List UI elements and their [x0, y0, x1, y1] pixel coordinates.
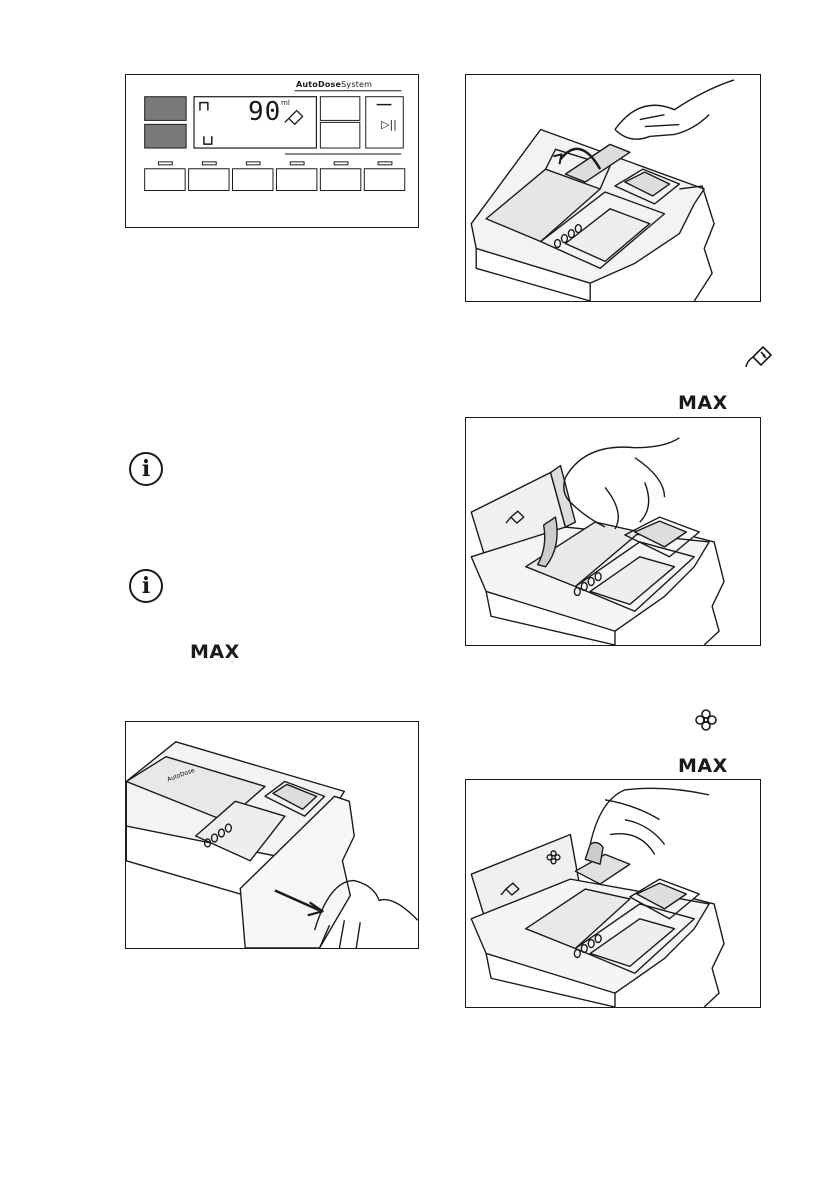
max-label: MAX [678, 755, 728, 777]
program-led [202, 162, 216, 165]
dose-value-display: 90 [248, 97, 281, 127]
max-label: MAX [190, 641, 240, 663]
start-pause-symbol: ▷|| [381, 118, 397, 131]
info-icon: i [129, 569, 163, 603]
detergent-fill-drawing [466, 418, 760, 645]
softener-flower-icon [694, 708, 718, 732]
drawer-pull-drawing: AutoDose [126, 722, 418, 948]
program-led [158, 162, 172, 165]
open-lid-figure [465, 74, 761, 302]
drawer-lid-drawing [466, 75, 760, 301]
info-icon: i [129, 452, 163, 486]
brand-regular-text: System [341, 80, 372, 89]
softener-fill-drawing [466, 780, 760, 1007]
fill-softener-figure [465, 779, 761, 1008]
max-label: MAX [678, 392, 728, 414]
program-button[interactable] [233, 169, 273, 191]
program-led [378, 162, 392, 165]
program-button[interactable] [276, 169, 316, 191]
fill-detergent-figure [465, 417, 761, 646]
program-button[interactable] [320, 169, 360, 191]
dose-unit-label: ml [281, 99, 290, 107]
program-led [246, 162, 260, 165]
brand-bold-text: AutoDose [296, 80, 341, 89]
program-led [334, 162, 348, 165]
program-led [290, 162, 304, 165]
program-button[interactable] [364, 169, 404, 191]
program-button[interactable] [189, 169, 229, 191]
pull-drawer-figure: AutoDose [125, 721, 419, 949]
control-panel-figure: AutoDoseSystem 90 ml ▷|| [125, 74, 419, 228]
program-button[interactable] [145, 169, 185, 191]
detergent-dose-icon [743, 343, 773, 369]
autodose-brand: AutoDoseSystem [296, 80, 372, 89]
